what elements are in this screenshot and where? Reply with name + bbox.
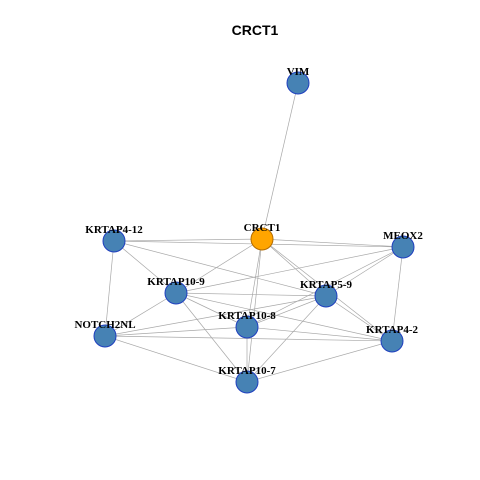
node-vim[interactable] (286, 71, 310, 95)
edge-krtap4-12-krtap10-9 (113, 240, 177, 294)
edge-krtap5-9-krtap4-2 (325, 295, 393, 342)
node-label-krtap10-9: KRTAP10-9 (147, 276, 205, 288)
diagram-title: CRCT1 (232, 22, 279, 38)
node-label-krtap4-12: KRTAP4-12 (85, 224, 143, 236)
edge-krtap10-9-notch2nl (104, 292, 177, 337)
edge-krtap4-2-krtap10-7 (246, 340, 393, 383)
edge-krtap10-9-krtap10-7 (175, 292, 248, 383)
edge-crct1-meox2 (261, 238, 404, 248)
node-krtap10-9[interactable] (164, 281, 188, 305)
nodes-layer (93, 71, 415, 394)
edge-krtap10-9-krtap5-9 (175, 292, 327, 297)
edge-krtap10-8-krtap4-2 (246, 326, 393, 342)
edge-krtap5-9-krtap10-8 (246, 295, 327, 328)
node-label-krtap4-2: KRTAP4-2 (366, 324, 418, 336)
edge-meox2-krtap4-2 (391, 246, 404, 342)
edge-meox2-krtap10-9 (175, 246, 404, 294)
node-krtap10-8[interactable] (235, 315, 259, 339)
edge-krtap10-9-krtap4-2 (175, 292, 393, 342)
edge-krtap4-12-notch2nl (104, 240, 115, 337)
node-label-krtap5-9: KRTAP5-9 (300, 279, 352, 291)
edge-vim-crct1 (261, 82, 299, 240)
node-label-notch2nl: NOTCH2NL (74, 319, 135, 331)
edge-krtap4-12-krtap5-9 (113, 240, 327, 297)
node-krtap10-7[interactable] (235, 370, 259, 394)
edge-crct1-krtap4-12 (113, 238, 263, 242)
edge-crct1-krtap10-8 (246, 238, 263, 328)
node-crct1[interactable] (250, 227, 274, 251)
node-label-krtap10-8: KRTAP10-8 (218, 310, 276, 322)
edge-krtap5-9-notch2nl (104, 295, 327, 337)
node-meox2[interactable] (391, 235, 415, 259)
node-label-meox2: MEOX2 (383, 230, 423, 242)
node-krtap4-2[interactable] (380, 329, 404, 353)
node-label-crct1: CRCT1 (244, 222, 281, 234)
edge-krtap10-8-notch2nl (104, 326, 248, 337)
edge-notch2nl-krtap10-7 (104, 335, 248, 383)
node-label-vim: VIM (287, 66, 310, 78)
edge-crct1-krtap5-9 (261, 238, 327, 297)
node-label-krtap10-7: KRTAP10-7 (218, 365, 276, 377)
node-notch2nl[interactable] (93, 324, 117, 348)
edge-notch2nl-krtap4-2 (104, 335, 393, 342)
node-krtap4-12[interactable] (102, 229, 126, 253)
edge-krtap10-9-krtap10-8 (175, 292, 248, 328)
edge-crct1-krtap10-9 (175, 238, 263, 294)
node-krtap5-9[interactable] (314, 284, 338, 308)
edge-meox2-krtap5-9 (325, 246, 404, 297)
